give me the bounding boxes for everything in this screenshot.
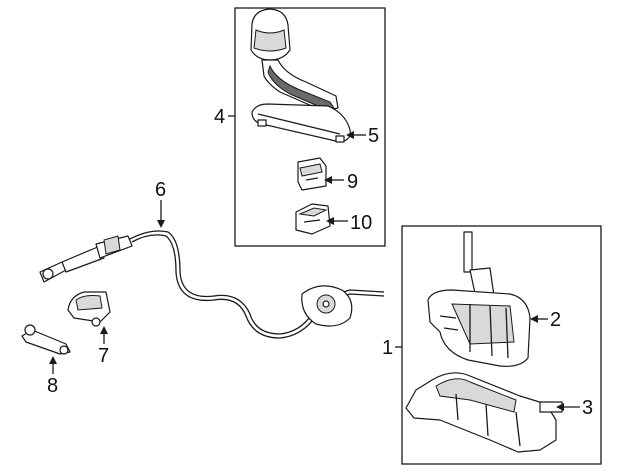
callout-3: 3 bbox=[582, 397, 593, 419]
callout-9: 9 bbox=[347, 171, 358, 193]
base-bracket-part bbox=[405, 372, 563, 453]
switch-part bbox=[297, 157, 327, 191]
trim-plate-part bbox=[251, 103, 351, 143]
callout-8: 8 bbox=[47, 375, 58, 397]
callout-4: 4 bbox=[214, 106, 225, 128]
upper-group-box bbox=[234, 7, 386, 247]
shift-cable-part bbox=[39, 230, 385, 339]
bracket-part bbox=[67, 291, 111, 327]
shift-knob-part bbox=[250, 8, 339, 111]
callout-5: 5 bbox=[368, 125, 379, 147]
leader-lines bbox=[49, 115, 580, 411]
callout-6: 6 bbox=[155, 179, 166, 201]
lower-group-box bbox=[401, 225, 602, 465]
callout-7: 7 bbox=[98, 345, 109, 367]
switch-assembly-part bbox=[295, 203, 331, 235]
callout-2: 2 bbox=[550, 309, 561, 331]
callout-10: 10 bbox=[350, 212, 372, 234]
callout-1: 1 bbox=[382, 337, 393, 359]
link-arm-part bbox=[21, 324, 71, 355]
shifter-mechanism-part bbox=[427, 231, 531, 367]
